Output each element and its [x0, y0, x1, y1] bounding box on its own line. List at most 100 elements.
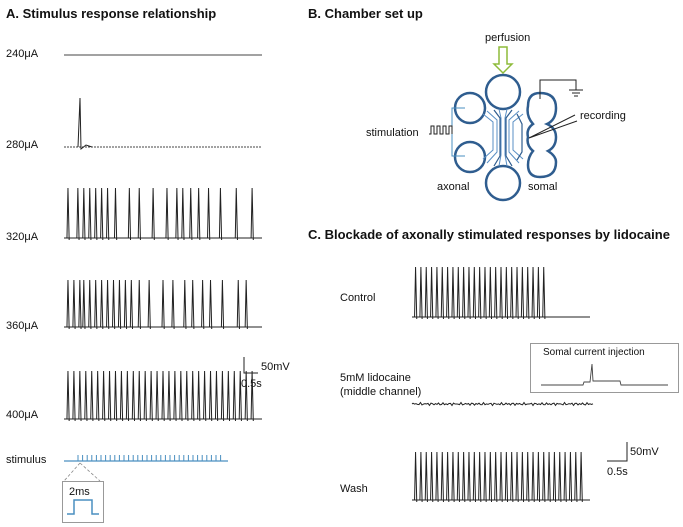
spike-320: [207, 187, 211, 241]
spike-320: [113, 187, 118, 241]
spike-400: [232, 370, 236, 422]
spike-400: [113, 370, 118, 422]
trace-320-spikes: [66, 187, 254, 241]
spike-360: [147, 279, 151, 330]
spike-360: [137, 279, 141, 330]
control-label: Control: [340, 292, 376, 304]
spike-wash: [424, 451, 428, 503]
middle-channel-left: [493, 109, 501, 167]
spike-wash: [430, 451, 434, 503]
spike-control: [536, 266, 541, 320]
spike-360: [66, 279, 70, 330]
spike-control: [419, 266, 423, 320]
spike-wash: [542, 451, 546, 503]
scale-a-voltage: 50mV: [261, 361, 290, 373]
spike-control: [440, 266, 444, 320]
spike-360: [82, 279, 86, 330]
lidocaine-sublabel: (middle channel): [340, 386, 422, 398]
row-label-400: 400μA: [6, 409, 39, 421]
spike-400: [125, 370, 130, 422]
stimulus-label: stimulus: [6, 454, 47, 466]
spike-wash: [440, 451, 444, 503]
spike-360: [117, 279, 122, 330]
spike-wash: [504, 451, 509, 503]
spike-360: [123, 279, 128, 330]
spike-wash: [472, 451, 476, 503]
spike-320: [234, 187, 238, 241]
spike-wash: [478, 451, 482, 503]
stimulation-icon: [429, 125, 453, 135]
spike-wash: [536, 451, 541, 503]
spike-wash: [520, 451, 525, 503]
spike-400: [78, 370, 82, 422]
spike-400: [179, 370, 183, 422]
row-label-280: 280μA: [6, 139, 39, 151]
panel-c-title: C. Blockade of axonally stimulated respo…: [308, 227, 670, 242]
spike-control: [435, 266, 439, 320]
spike-360: [236, 279, 240, 330]
spike-400: [72, 370, 76, 422]
spike-wash: [456, 451, 460, 503]
spike-400: [119, 370, 124, 422]
spike-400: [137, 370, 141, 422]
lidocaine-label: 5mM lidocaine: [340, 372, 411, 384]
stimulus-train: [77, 455, 222, 461]
spike-400: [149, 370, 153, 422]
spike-360: [78, 279, 82, 330]
spike-wash: [531, 451, 535, 503]
spike-400: [167, 370, 171, 422]
spike-control: [451, 266, 455, 320]
spike-control: [472, 266, 476, 320]
spike-wash: [499, 451, 503, 503]
bottom-middle-well: [484, 164, 522, 202]
spike-360: [100, 279, 104, 330]
trace-280-artifact: [77, 97, 93, 151]
spike-control: [478, 266, 482, 320]
spike-control: [414, 266, 418, 320]
spike-320: [137, 187, 141, 241]
spike-360: [72, 279, 76, 330]
spike-400: [226, 370, 231, 422]
spike-320: [197, 187, 201, 241]
spike-400: [155, 370, 159, 422]
trace-360-spikes: [66, 279, 248, 330]
ground-wire: [539, 79, 577, 99]
spike-wash: [435, 451, 439, 503]
stimulus-pulse-inset: [62, 481, 104, 523]
spike-control: [510, 266, 514, 320]
spike-360: [171, 279, 175, 330]
spike-360: [88, 279, 92, 330]
spike-360: [244, 279, 248, 330]
spike-400: [214, 370, 219, 422]
scale-c-time: 0.5s: [607, 466, 628, 478]
spike-320: [127, 187, 132, 241]
spike-320: [88, 187, 92, 241]
spike-control: [456, 266, 460, 320]
spike-control: [515, 266, 519, 320]
spike-control: [488, 266, 493, 320]
spike-400: [161, 370, 165, 422]
spike-400: [191, 370, 195, 422]
microchannels: [482, 108, 524, 167]
bottom-axonal-well: [453, 140, 487, 174]
spike-wash: [510, 451, 514, 503]
spike-wash: [547, 451, 551, 503]
spike-320: [218, 187, 223, 241]
spike-360: [129, 279, 134, 330]
spike-wash: [526, 451, 530, 503]
spike-wash: [515, 451, 519, 503]
spike-400: [131, 370, 135, 422]
recording-label: recording: [580, 110, 626, 122]
spike-400: [220, 370, 225, 422]
spike-400: [102, 370, 106, 422]
spike-400: [244, 370, 248, 422]
row-label-240: 240μA: [6, 48, 39, 60]
control-trace-spikes: [414, 266, 546, 320]
axonal-label: axonal: [437, 181, 470, 193]
spike-320: [175, 187, 179, 241]
trace-400-spikes: [66, 370, 254, 422]
spike-wash: [419, 451, 423, 503]
spike-wash: [467, 451, 471, 503]
spike-control: [462, 266, 466, 320]
